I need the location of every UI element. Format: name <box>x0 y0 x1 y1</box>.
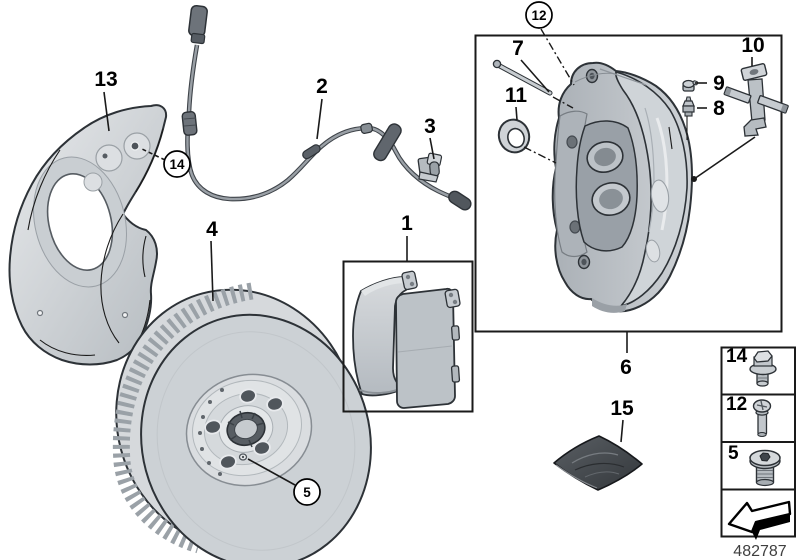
pad-spring-clip[interactable] <box>723 62 789 137</box>
wear-sensor-cable[interactable] <box>181 4 473 212</box>
callout-8[interactable]: 8 <box>713 97 725 120</box>
shield-center-hole <box>46 173 114 271</box>
guide-pin[interactable] <box>492 59 553 96</box>
callout-3[interactable]: 3 <box>424 115 436 138</box>
sensor-clip[interactable] <box>417 152 443 183</box>
svg-text:14: 14 <box>169 157 185 172</box>
dust-shield[interactable] <box>8 104 168 366</box>
svg-text:12: 12 <box>531 8 546 23</box>
brake-pads-set[interactable] <box>342 260 474 413</box>
callout-10[interactable]: 10 <box>741 34 764 57</box>
sensor-connector <box>188 4 208 45</box>
pan-head-screw-icon <box>752 399 772 438</box>
direction-arrow-icon <box>727 500 792 540</box>
callout-4[interactable]: 4 <box>206 218 218 241</box>
axis-lines <box>523 28 575 164</box>
brake-pad-inner <box>395 287 461 409</box>
legend <box>720 346 796 540</box>
svg-text:5: 5 <box>303 485 311 500</box>
caliper-frame <box>474 34 783 333</box>
legend-cell-arrow[interactable] <box>720 488 796 538</box>
brake-pad-outer <box>352 270 418 397</box>
disc-vent-fins <box>112 282 254 554</box>
legend-label-12: 12 <box>726 394 747 415</box>
sensor-tip <box>448 190 472 211</box>
callout-9[interactable]: 9 <box>713 72 725 95</box>
cable-grommet <box>181 111 198 136</box>
callout-11[interactable]: 11 <box>505 84 528 107</box>
callout-12-circled[interactable]: 12 <box>525 1 553 29</box>
callout-14-circled[interactable]: 14 <box>163 150 191 178</box>
shield-hole-14 <box>130 141 140 151</box>
callout-15[interactable]: 15 <box>610 397 634 420</box>
hex-flange-bolt-icon <box>749 350 777 387</box>
brake-caliper-assembly[interactable] <box>474 28 789 333</box>
bleeder-cap[interactable] <box>682 79 699 92</box>
callout-6[interactable]: 6 <box>620 356 632 379</box>
disc-lug-holes <box>204 388 284 470</box>
drawing-number: 482787 <box>733 543 786 560</box>
callout-1[interactable]: 1 <box>401 212 413 235</box>
callouts: 1 2 3 4 6 7 8 9 10 11 13 15 5 12 14 14 1… <box>94 1 787 560</box>
legend-label-5: 5 <box>728 443 739 464</box>
sensor-overmold <box>373 123 402 162</box>
brake-disc[interactable] <box>87 263 399 560</box>
socket-head-plug-icon <box>749 449 781 487</box>
shield-dimple <box>95 144 123 172</box>
seal-ring[interactable] <box>495 116 534 157</box>
callout-13[interactable]: 13 <box>94 68 117 91</box>
leader-lines <box>103 57 753 486</box>
callout-7[interactable]: 7 <box>512 37 524 60</box>
legend-label-14: 14 <box>726 346 748 367</box>
brake-pads-frame <box>342 260 474 413</box>
callout-2[interactable]: 2 <box>316 75 328 98</box>
grease-packet[interactable] <box>553 435 643 491</box>
callout-5-circled[interactable]: 5 <box>293 478 321 506</box>
bleeder-valve[interactable] <box>682 96 695 117</box>
brake-caliper[interactable] <box>551 61 693 313</box>
